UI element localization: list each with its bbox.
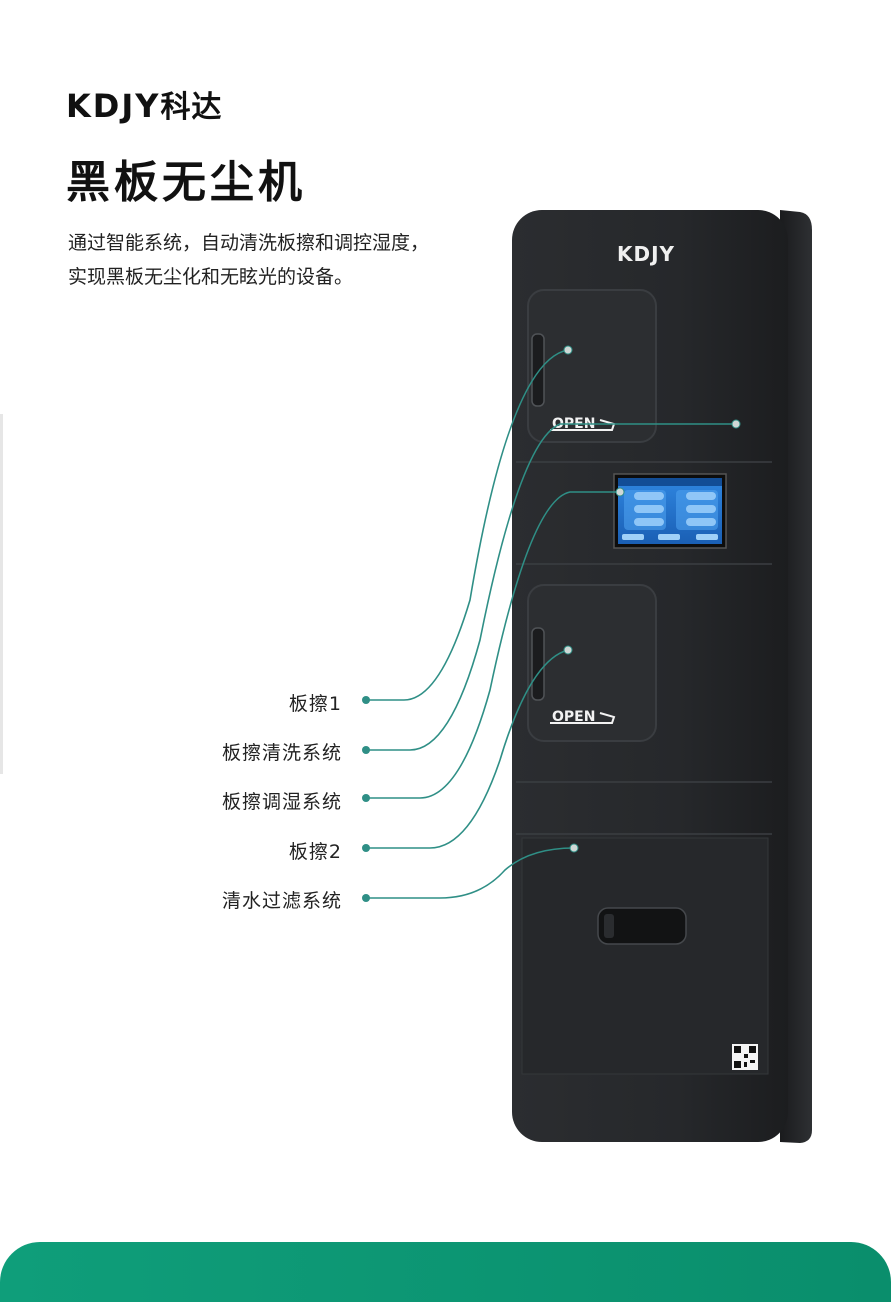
- callout-dot-5: [362, 894, 370, 902]
- top-door-handle: [531, 333, 545, 407]
- description-line-1: 通过智能系统，自动清洗板擦和调控湿度，: [68, 232, 430, 254]
- description-line-2: 实现黑板无尘化和无眩光的设备。: [68, 266, 354, 288]
- leader-line-5: [366, 847, 575, 899]
- callout-label-1: 板擦1: [288, 693, 342, 715]
- bottom-handle: [597, 907, 687, 945]
- middle-door-handle: [531, 627, 545, 701]
- callout-dot-4: [362, 844, 370, 852]
- brand-logo-latin: KDJY: [66, 87, 161, 125]
- footer-band: [0, 1242, 891, 1302]
- brand-logo-cn: 科达: [160, 90, 223, 125]
- callout-dot-3: [362, 794, 370, 802]
- open-arrow-1: [550, 419, 616, 431]
- middle-door: [527, 584, 657, 742]
- callout-label-3: 板擦调湿系统: [221, 791, 342, 813]
- leader-line-1: [366, 349, 569, 701]
- open-label-2: OPEN: [552, 709, 595, 725]
- page-title: 黑板无尘机: [66, 157, 306, 208]
- callout-dot-1: [362, 696, 370, 704]
- callout-label-4: 板擦2: [288, 841, 342, 863]
- leader-line-3: [366, 491, 620, 799]
- callout-label-5: 清水过滤系统: [221, 890, 342, 912]
- leader-line-2: [366, 423, 736, 751]
- open-arrow-2: [550, 712, 616, 724]
- bottom-panel: [521, 837, 769, 1075]
- leader-line-4: [366, 649, 569, 849]
- left-edge-mark: [0, 414, 3, 774]
- callout-dot-2: [362, 746, 370, 754]
- top-door: [527, 289, 657, 443]
- qr-code: [732, 1044, 758, 1070]
- brand-logo: KDJY科达: [66, 82, 222, 126]
- callout-label-2: 板擦清洗系统: [221, 742, 342, 764]
- device-logo: KDJY: [617, 242, 675, 266]
- description: 通过智能系统，自动清洗板擦和调控湿度， 实现黑板无尘化和无眩光的设备。: [68, 226, 488, 294]
